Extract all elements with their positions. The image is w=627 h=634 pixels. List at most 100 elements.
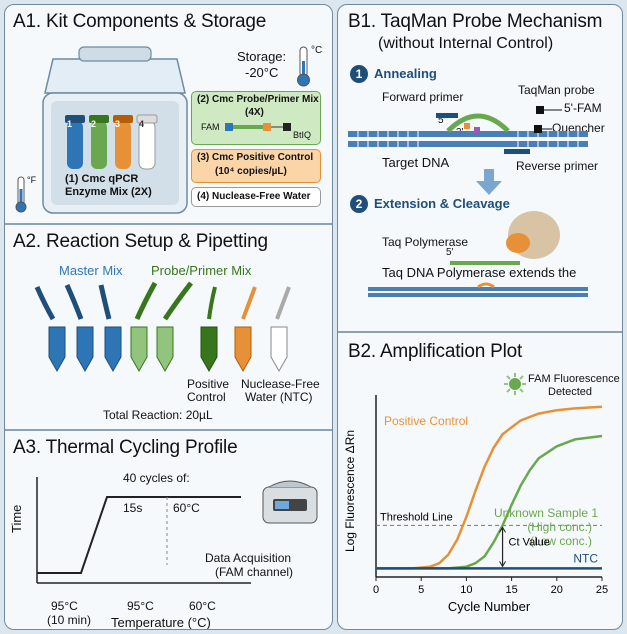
amp-x-tick-label: 20 [551,584,563,596]
tube-enzyme-mix-icon [65,115,85,169]
thermal-tick3: 60°C [189,599,216,613]
thermal-profile-plot [36,477,251,584]
ct-arrow-down [499,561,506,568]
reaction-tube-3-icon [104,326,122,373]
thermal-tick1-line1: 95°C [51,599,78,613]
water-label: (4) Nuclease-Free Water [197,191,311,202]
five-prime-label: 5' [438,115,446,126]
series-line-unknown-sample-1 [376,434,603,570]
reaction-tube-positive-icon [200,326,218,373]
amp-x-tick-label: 15 [505,584,517,596]
reaction-tube-orange-icon [234,326,252,373]
probe-schematic-icon [225,123,291,131]
ct-arrow-up [499,526,506,533]
reaction-tube-ntc-icon [270,326,288,373]
taq-polymerase-icon [506,211,560,259]
annealing-diagram [348,106,588,154]
thermal-tick2: 95°C [127,599,154,613]
annotation-low-conc: (Low conc.) [530,534,592,548]
thermal-tick1-line2: (10 min) [47,613,92,627]
step-60c: 60°C [173,501,200,515]
thermo-small-unit: °F [27,175,37,185]
reaction-tube-2-icon [76,326,94,373]
step1-number: 1 [350,65,368,83]
qpcr-instrument-icon [262,480,318,524]
enzyme-mix-line2: Enzyme Mix (2X) [65,186,152,198]
left-panel: A1. Kit Components & Storage 1 2 3 4 (1)… [4,4,333,630]
tube-probe-mix-icon [89,115,109,169]
total-reaction-label: Total Reaction: 20µL [103,408,213,422]
divider-b1-b2 [338,331,622,333]
series-label-ntc: NTC [573,551,598,565]
probe-mix-line1: (2) Cmc Probe/Primer Mix [197,94,319,105]
divider-a2-a3 [5,429,332,431]
tube-water-icon [136,114,158,170]
forward-primer-label: Forward primer [382,90,464,104]
series-line-positive-control [376,405,603,570]
step-15s: 15s [123,501,143,515]
tube-label-1: 1 [67,119,73,129]
acquisition-line1: Data Acquisition [205,551,292,565]
probe-strand [446,113,510,133]
reaction-tube-4-icon [130,326,148,373]
tube-label-2: 2 [91,119,97,129]
reaction-tube-5-icon [156,326,174,373]
water-ntc-label-line2: Water (NTC) [245,390,313,404]
reaction-tubes [48,326,288,373]
pipetting-arrows [34,281,291,321]
positive-control-label-line1: Positive [187,377,230,391]
annotation-high-conc: (High conc.) [527,520,592,534]
probe-btiq-label: BtIQ [293,130,312,140]
series-label-unknown-sample: Unknown Sample 1 [494,506,598,520]
taq-polymerase-label: Taq Polymerase [382,235,469,249]
a1-title: A1. Kit Components & Storage [13,11,267,32]
amp-x-tick-label: 10 [460,584,472,596]
right-panel: B1. TaqMan Probe Mechanism (without Inte… [337,4,623,630]
b2-title: B2. Amplification Plot [348,341,523,362]
thermal-profile-line [37,496,241,574]
reverse-primer-label: Reverse primer [516,159,599,173]
positive-control-label-line2: Control [187,390,226,404]
a3-title: A3. Thermal Cycling Profile [13,437,238,458]
acquisition-line2: (FAM channel) [215,565,294,579]
master-mix-label: Master Mix [59,263,123,278]
thermo-unit: °C [311,45,323,56]
fam-fluorescence-burst-icon [504,373,526,395]
water-ntc-label-line1: Nuclease-Free [241,377,320,391]
probe-primer-mix-label: Probe/Primer Mix [151,263,252,278]
probe-mix-line2: (4X) [245,107,264,118]
series-label-positive-control: Positive Control [384,414,468,428]
reverse-primer-bar [504,149,530,154]
probe-fam-label: FAM [201,122,220,132]
amp-y-label: Log Fluorescence ΔRn [343,430,357,552]
fam-5-label: 5'-FAM [564,101,602,115]
water-box [191,187,321,207]
tube-positive-control-icon [113,115,133,169]
thermal-y-label: Time [9,504,24,533]
forward-primer-bar [436,113,458,118]
probe-mix-box [191,91,321,145]
down-arrow-icon [476,169,502,195]
amp-x-label: Cycle Number [448,599,531,614]
a2-title: A2. Reaction Setup & Pipetting [13,231,268,252]
positive-line1: (3) Cmc Positive Control [197,152,314,163]
thermometer-small-icon [15,176,27,213]
tube-label-4: 4 [139,119,145,129]
reaction-tube-1-icon [48,326,66,373]
positive-control-box [191,149,321,183]
tube-label-3: 3 [115,119,121,129]
step2-number: 2 [350,195,368,213]
b1-title: B1. TaqMan Probe Mechanism [348,11,603,32]
divider-a1-a2 [5,223,332,225]
enzyme-mix-line1: (1) Cmc qPCR [65,173,139,185]
ct-value-label: Ct Value [509,536,550,548]
fam-dot [464,123,470,129]
b1-subtitle: (without Internal Control) [378,35,554,52]
taqman-probe-label: TaqMan probe [518,83,595,97]
target-dna-label: Target DNA [382,155,450,170]
fam-detected-line2: Detected [548,386,593,398]
step1-label: Annealing [374,66,437,81]
thermal-x-label: Temperature (°C) [111,615,211,630]
fam-detected-line1: FAM Fluorescence [528,373,620,385]
